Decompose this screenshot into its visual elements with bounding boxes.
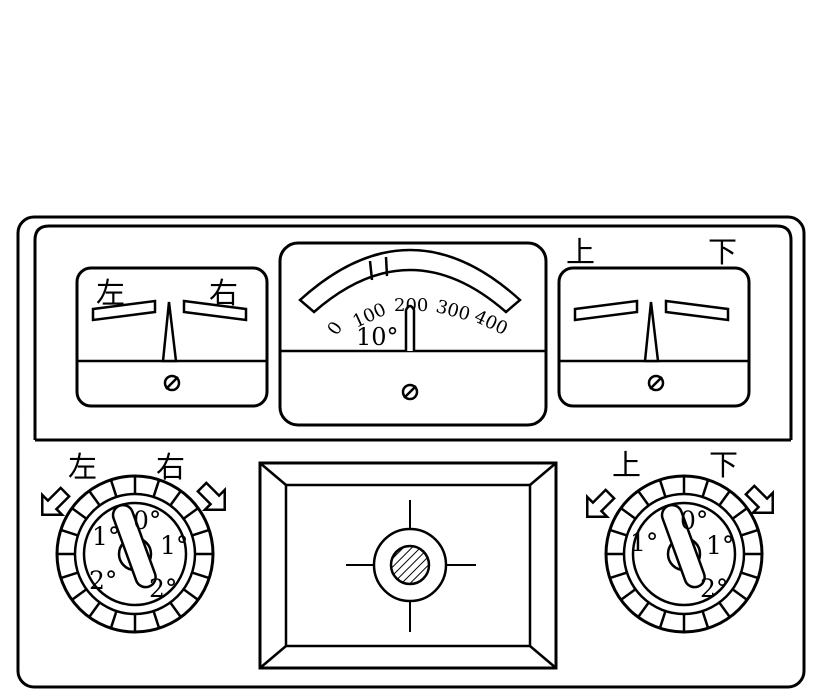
angle-label: 10° — [356, 323, 399, 351]
scale-marker — [384, 256, 389, 277]
arrow-down-left-icon — [41, 486, 71, 516]
knob-tick — [60, 528, 79, 537]
knob-tick — [109, 479, 118, 498]
knob-tick — [169, 490, 182, 507]
arc-scale — [298, 248, 522, 314]
right-scale-bar — [182, 299, 248, 322]
pointer — [404, 304, 416, 351]
knob-up-label: 上 — [612, 448, 641, 482]
knob-tick — [731, 588, 748, 601]
knob-left-label: 左 — [68, 450, 97, 484]
left-scale-bar — [91, 299, 157, 322]
knob-tick — [88, 601, 101, 618]
knob-tick — [609, 571, 628, 580]
knob-tick — [620, 507, 637, 520]
knob-tick — [701, 610, 710, 629]
knob-deg-2-left: 2° — [89, 566, 117, 595]
knob-tick — [718, 601, 731, 618]
knob-tick — [71, 588, 88, 601]
up-down-meter: 上 下 — [557, 235, 751, 408]
knob-tick — [169, 601, 182, 618]
knob-tick — [701, 479, 710, 498]
right-scale-bar — [664, 299, 730, 322]
knob-deg-1-left: 1° — [92, 522, 120, 551]
knob-tick — [71, 507, 88, 520]
knob-tick — [109, 610, 118, 629]
arrow-down-right-icon — [196, 481, 226, 511]
left-scale-bar — [573, 299, 639, 322]
knob-tick — [731, 507, 748, 520]
distance-meter: 0 100 200 300 400 10° — [278, 241, 548, 427]
knob-tick — [191, 571, 210, 580]
knob-tick — [620, 588, 637, 601]
knob-tick — [152, 610, 161, 629]
left-meter-left-label: 左 — [96, 276, 125, 310]
knob-deg-2-right: 2° — [700, 574, 728, 603]
left-meter-right-label: 右 — [209, 276, 238, 310]
knob-tick — [658, 610, 667, 629]
knob-tick — [740, 571, 759, 580]
arrow-down-left-icon — [586, 488, 616, 518]
knob-tick — [637, 490, 650, 507]
arrow-down-right-icon — [744, 484, 774, 514]
crosshair-target-icon — [346, 500, 476, 632]
meter-needle — [161, 301, 178, 363]
meter-housing — [33, 224, 793, 440]
knob-handle[interactable] — [659, 502, 707, 590]
scale-label-300: 300 — [434, 296, 473, 325]
left-right-meter: 左 右 — [75, 266, 269, 408]
right-meter-down-label: 下 — [708, 235, 737, 269]
knob-ticks — [57, 476, 213, 632]
outer-panel — [16, 215, 806, 689]
knob-deg-0: 0° — [133, 506, 161, 535]
knob-down-label: 下 — [709, 448, 738, 482]
left-right-adjust-knob[interactable]: 0° 1° 1° 2° 2° 左 右 — [32, 450, 234, 634]
knob-deg-0: 0° — [680, 506, 708, 535]
scale-label-0: 0 — [323, 318, 347, 339]
knob-tick — [182, 507, 199, 520]
knob-tick — [60, 571, 79, 580]
right-meter-up-label: 上 — [566, 235, 595, 269]
zero-adjust-screw-icon[interactable] — [647, 374, 665, 392]
knob-tick — [718, 490, 731, 507]
knob-deg-1-right: 1° — [706, 531, 734, 560]
knob-deg-1-right: 1° — [160, 531, 188, 560]
knob-tick — [637, 601, 650, 618]
knob-tick — [609, 528, 628, 537]
scale-marker — [368, 260, 374, 281]
knob-ticks — [606, 476, 762, 632]
knob-tick — [182, 588, 199, 601]
knob-deg-1-left: 1° — [630, 528, 658, 557]
meter-needle — [643, 301, 660, 363]
knob-tick — [658, 479, 667, 498]
knob-deg-2-right: 2° — [149, 574, 177, 603]
viewfinder — [258, 461, 558, 670]
knob-tick — [152, 479, 161, 498]
knob-right-label: 右 — [156, 450, 185, 484]
knob-tick — [88, 490, 101, 507]
zero-adjust-screw-icon[interactable] — [163, 374, 181, 392]
up-down-adjust-knob[interactable]: 0° 1° 1° 2° 上 下 — [577, 448, 782, 634]
knob-handle[interactable] — [110, 502, 158, 590]
knob-tick — [740, 528, 759, 537]
knob-tick — [191, 528, 210, 537]
zero-adjust-screw-icon[interactable] — [401, 383, 419, 401]
